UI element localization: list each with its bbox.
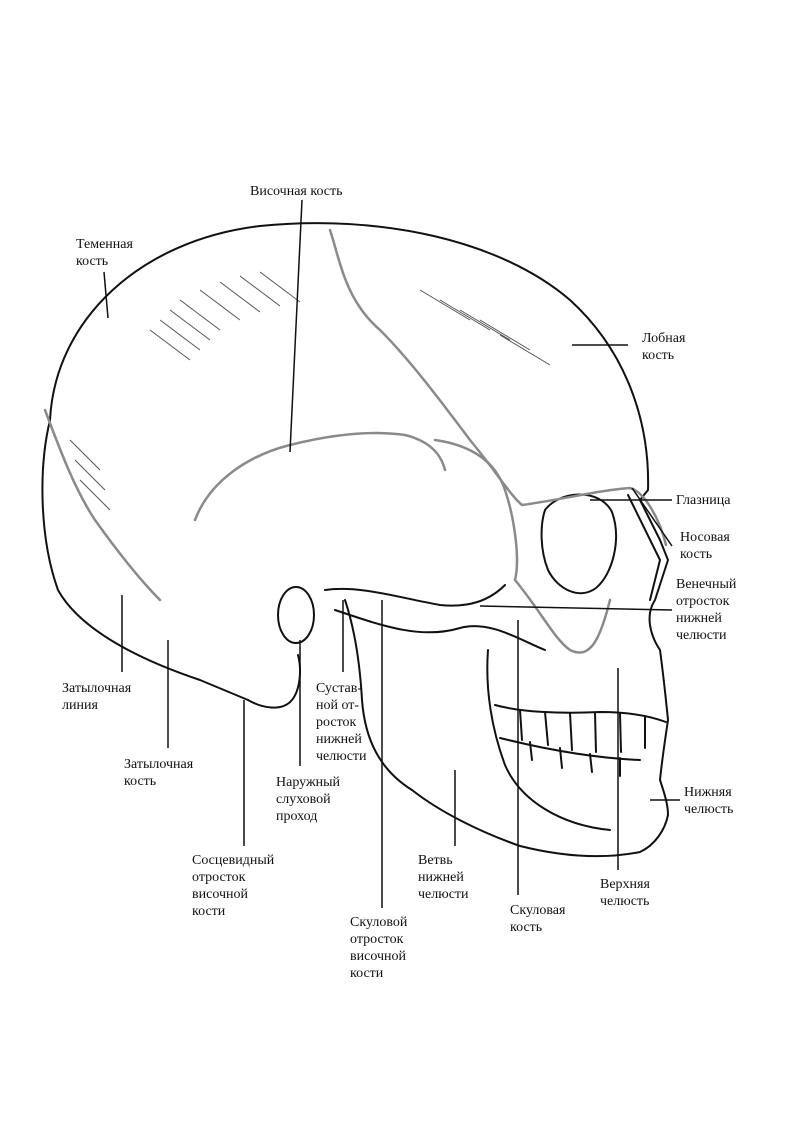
label-mandible: Нижняя челюсть xyxy=(684,785,734,817)
lambdoid-suture xyxy=(43,408,162,602)
sutures xyxy=(43,228,668,654)
face-profile xyxy=(411,499,669,858)
hatching xyxy=(69,271,551,511)
label-maxilla: Верхняя челюсть xyxy=(600,877,650,909)
lower-teeth xyxy=(499,737,641,777)
label-parietal-bone: Теменная кость xyxy=(76,237,133,269)
orbit-outline xyxy=(540,493,617,595)
frontal-zygomatic xyxy=(520,486,668,547)
leader-parietal-bone xyxy=(103,271,109,319)
leader-nasal-bone xyxy=(631,487,673,547)
label-condylar-process: Сустав- ной от- росток нижней челюсти xyxy=(316,681,367,764)
label-mastoid-process: Сосцевидный отросток височной кости xyxy=(192,853,275,919)
mandible-ramus-outline xyxy=(344,599,413,791)
maxilla-suture xyxy=(513,578,612,654)
label-zygomatic-bone: Скуловая кость xyxy=(510,903,566,935)
label-frontal-bone: Лобная кость xyxy=(642,331,686,363)
upper-teeth xyxy=(494,704,667,753)
coronal-suture xyxy=(328,228,524,507)
label-orbit: Глазница xyxy=(676,493,731,508)
sphenoid-border xyxy=(433,438,519,582)
label-external-auditory-meatus: Наружный слуховой проход xyxy=(276,775,341,824)
occiput-outline xyxy=(41,419,249,701)
label-occipital-bone: Затылочная кость xyxy=(124,757,194,789)
label-occipital-line: Затылочная линия xyxy=(62,681,132,713)
label-zygomatic-process: Скуловой отросток височной кости xyxy=(350,915,408,981)
mastoid-outline xyxy=(247,654,301,709)
label-coronoid-process: Венечный отросток нижней челюсти xyxy=(676,577,737,643)
label-mandible-ramus: Ветвь нижней челюсти xyxy=(418,853,469,902)
squamous-suture xyxy=(193,431,447,522)
ear-canal xyxy=(277,586,315,644)
zygomatic-arch xyxy=(324,584,506,607)
cranium-outline xyxy=(49,222,650,501)
leader-coronoid xyxy=(479,605,673,611)
leader-temporal-bone xyxy=(289,199,303,453)
leader-lines xyxy=(103,199,680,908)
label-nasal-bone: Носовая кость xyxy=(680,530,730,562)
label-temporal-bone: Височная кость xyxy=(250,184,343,199)
